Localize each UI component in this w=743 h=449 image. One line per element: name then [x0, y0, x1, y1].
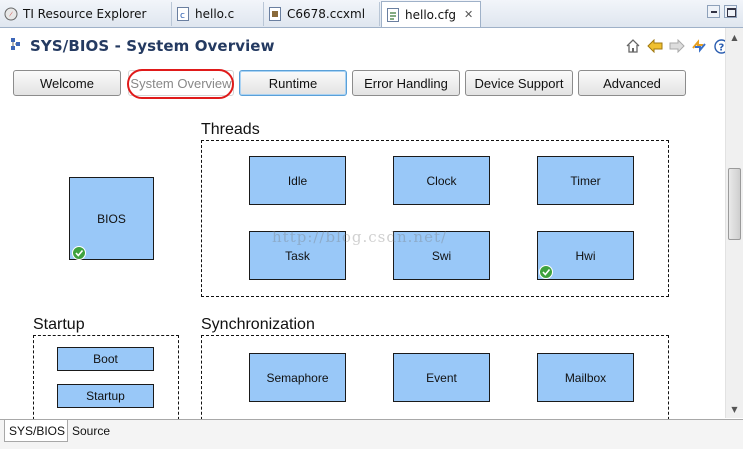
synchronization-heading: Synchronization	[201, 316, 315, 333]
advanced-button[interactable]: Advanced	[578, 70, 686, 96]
threads-heading: Threads	[201, 121, 260, 138]
minimize-button[interactable]	[707, 5, 720, 18]
editor-page-tabs: SYS/BIOS Source	[0, 419, 743, 449]
system-overview-button[interactable]: System Overview	[128, 70, 234, 96]
tab-label: hello.c	[195, 7, 235, 21]
watermark: http://blog.csdn.net/	[272, 228, 448, 246]
device-support-button[interactable]: Device Support	[465, 70, 573, 96]
header-toolbar: ?	[625, 38, 729, 54]
tab-label: hello.cfg	[405, 7, 457, 22]
idle-module[interactable]: Idle	[249, 156, 346, 205]
startup-module[interactable]: Startup	[57, 384, 154, 408]
editor-tab-bar: TI Resource Explorer c hello.c C6678.ccx…	[0, 0, 743, 28]
task-module[interactable]: Task	[249, 231, 346, 280]
tab-ti-resource-explorer[interactable]: TI Resource Explorer	[0, 2, 172, 26]
tab-source[interactable]: Source	[72, 424, 111, 438]
mailbox-module[interactable]: Mailbox	[537, 353, 634, 402]
sysbios-icon	[10, 36, 24, 56]
cfg-file-icon	[386, 7, 400, 22]
module-label: Hwi	[575, 248, 596, 263]
tab-hello-c[interactable]: c hello.c	[172, 2, 264, 26]
boot-module[interactable]: Boot	[57, 347, 154, 371]
runtime-button[interactable]: Runtime	[239, 70, 347, 96]
forward-icon[interactable]	[669, 38, 685, 54]
bios-module[interactable]: BIOS	[69, 177, 154, 260]
check-icon	[539, 265, 553, 279]
tab-hello-cfg[interactable]: hello.cfg ✕	[381, 1, 481, 27]
welcome-button[interactable]: Welcome	[13, 70, 121, 96]
clock-module[interactable]: Clock	[393, 156, 490, 205]
tab-label: TI Resource Explorer	[23, 7, 147, 21]
c-file-icon: c	[176, 7, 190, 21]
vertical-scrollbar[interactable]: ▲ ▼	[725, 28, 743, 418]
threads-group	[201, 140, 669, 297]
home-icon[interactable]	[625, 38, 641, 54]
svg-text:?: ?	[718, 42, 724, 53]
error-handling-button[interactable]: Error Handling	[352, 70, 460, 96]
sync-icon[interactable]	[691, 38, 707, 54]
back-icon[interactable]	[647, 38, 663, 54]
compass-icon	[4, 7, 18, 21]
tab-c6678-ccxml[interactable]: C6678.ccxml	[264, 2, 380, 26]
editor-header: SYS/BIOS - System Overview	[10, 36, 275, 56]
scroll-down-icon[interactable]: ▼	[731, 404, 738, 414]
check-icon	[72, 246, 86, 260]
tab-sysbios[interactable]: SYS/BIOS	[4, 420, 68, 442]
startup-heading: Startup	[33, 316, 85, 333]
close-icon[interactable]: ✕	[464, 8, 474, 21]
tab-label: C6678.ccxml	[287, 7, 366, 21]
svg-text:c: c	[180, 11, 185, 21]
window-controls	[707, 5, 737, 18]
hwi-module[interactable]: Hwi	[537, 231, 634, 280]
page-title: SYS/BIOS - System Overview	[30, 37, 275, 55]
swi-module[interactable]: Swi	[393, 231, 490, 280]
scroll-up-icon[interactable]: ▲	[731, 32, 738, 42]
timer-module[interactable]: Timer	[537, 156, 634, 205]
semaphore-module[interactable]: Semaphore	[249, 353, 346, 402]
maximize-button[interactable]	[724, 5, 737, 18]
target-config-icon	[268, 7, 282, 21]
event-module[interactable]: Event	[393, 353, 490, 402]
scroll-thumb[interactable]	[728, 168, 741, 240]
module-label: BIOS	[97, 211, 126, 226]
